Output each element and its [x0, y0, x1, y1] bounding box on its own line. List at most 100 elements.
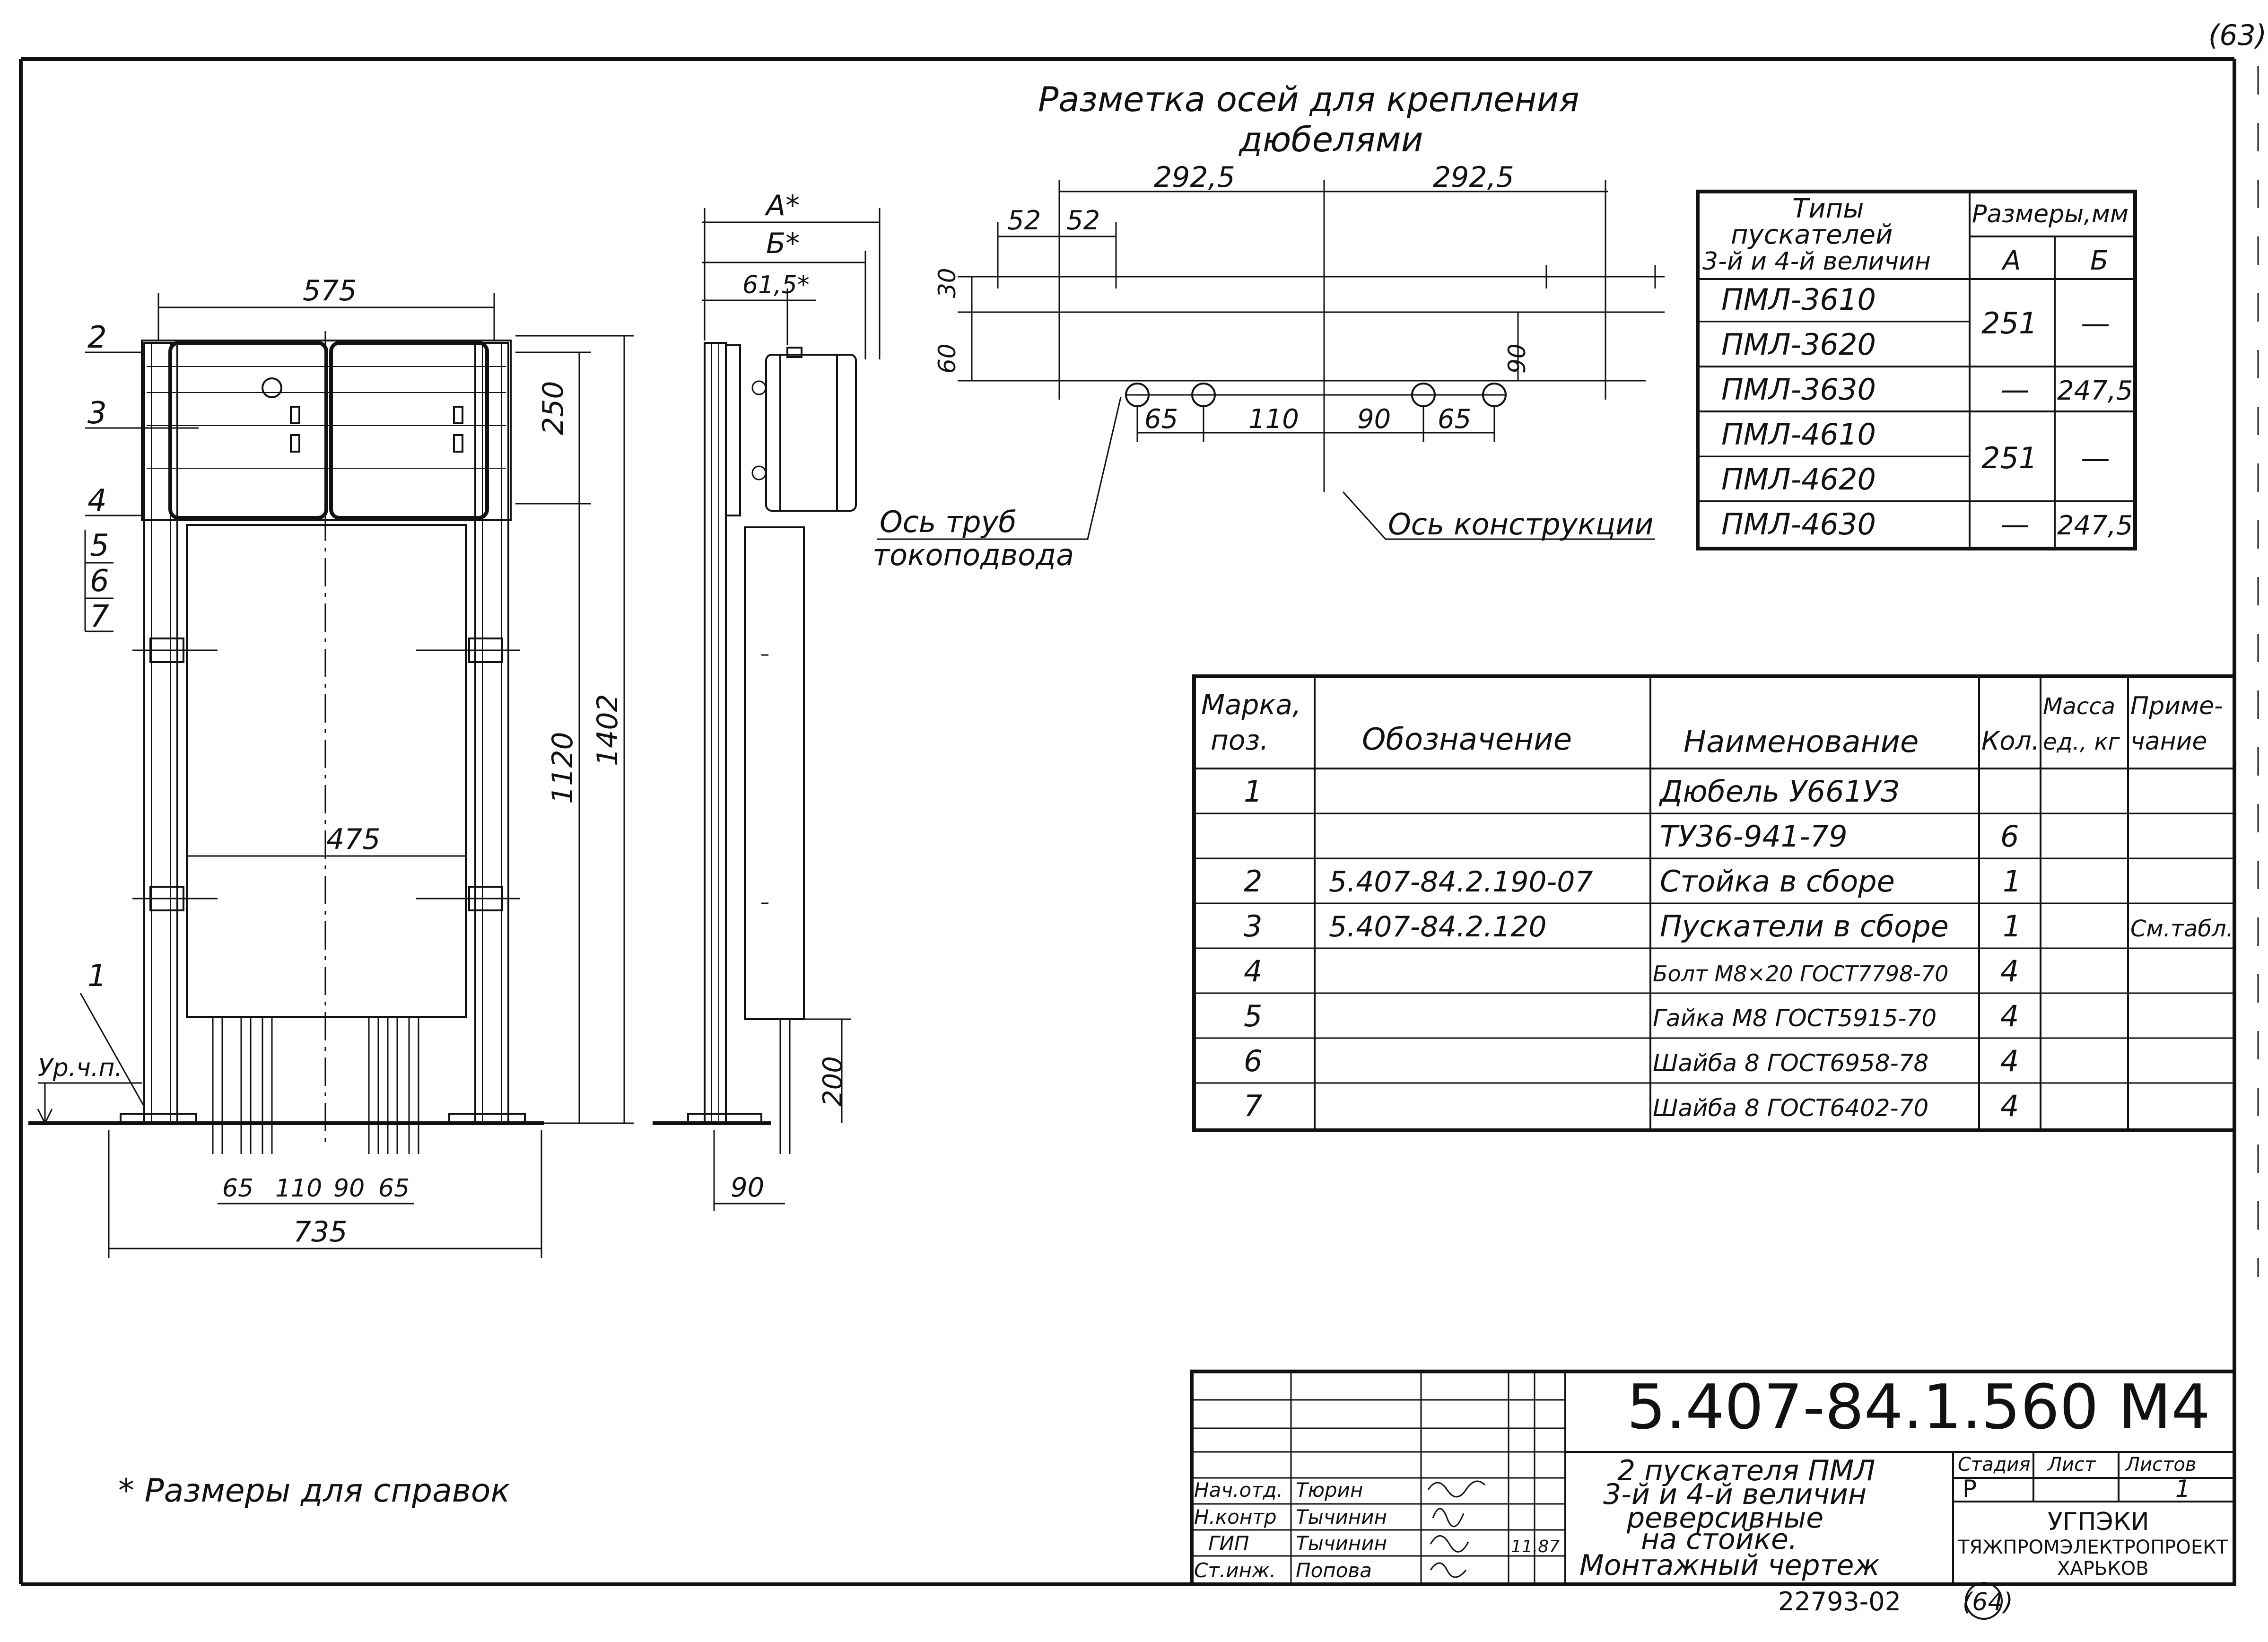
- spec-row-2-name: ТУ36-941-79: [1660, 819, 1848, 854]
- dim-52a: 52: [1007, 205, 1041, 236]
- spec-row-6-pos: 5: [1244, 999, 1262, 1033]
- spec-row-6-qty: 4: [2000, 999, 2019, 1033]
- spec-header-note-1: Приме-: [2130, 692, 2223, 720]
- stage-value: Р: [1963, 1475, 1977, 1502]
- types-row-3-a: —: [2000, 372, 2030, 407]
- pipe-axis-label-2: токоподвода: [872, 538, 1074, 572]
- dim-90-plan: 90: [1503, 343, 1531, 374]
- dim-p65a: 65: [1144, 404, 1178, 435]
- dim-52b: 52: [1066, 205, 1100, 236]
- callout-6: 6: [90, 564, 109, 599]
- callout-2: 2: [87, 320, 107, 355]
- callout-3: 3: [87, 396, 107, 431]
- dim-1402: 1402: [591, 694, 624, 766]
- org-line-3: ХАРЬКОВ: [2057, 1558, 2149, 1580]
- types-row-4-a: 251: [1981, 441, 2037, 475]
- callout-5: 5: [90, 528, 109, 563]
- spec-row-1-pos: 1: [1244, 774, 1262, 809]
- side-view: [653, 208, 881, 1211]
- staff-name-2: Тычинин: [1296, 1505, 1387, 1528]
- stage-label: Стадия: [1958, 1454, 2030, 1476]
- org-line-1: УГПЭКИ: [2048, 1508, 2149, 1536]
- callout-4: 4: [87, 483, 107, 518]
- page-number: (63): [2208, 19, 2267, 52]
- dim-60: 60: [933, 343, 961, 374]
- spec-header-mark-1: Марка,: [1201, 689, 1301, 721]
- staff-name-1: Тюрин: [1296, 1478, 1363, 1502]
- dim-90-side: 90: [731, 1172, 764, 1203]
- dim-61-5: 61,5*: [742, 271, 810, 299]
- spec-header-name: Наименование: [1684, 725, 1919, 760]
- front-view: [28, 293, 634, 1258]
- page-number-bottom: (64): [1963, 1588, 2013, 1616]
- staff-role-4: Ст.инж.: [1194, 1559, 1276, 1582]
- dim-292-5-right: 292,5: [1433, 161, 1514, 194]
- dim-pipe-65a: 65: [222, 1174, 253, 1203]
- dim-30: 30: [933, 268, 961, 298]
- dim-p110: 110: [1248, 404, 1299, 435]
- types-row-2-type: ПМЛ-3620: [1721, 327, 1876, 362]
- spec-header-mark-2: поз.: [1211, 724, 1269, 756]
- staff-name-3: Тычинин: [1296, 1532, 1387, 1555]
- staff-role-2: Н.контр: [1194, 1505, 1277, 1528]
- archive-number: 22793-02: [1778, 1587, 1901, 1616]
- dim-735: 735: [293, 1215, 348, 1249]
- spec-header-note-2: чание: [2130, 727, 2207, 756]
- types-row-3-type: ПМЛ-3630: [1721, 372, 1876, 407]
- types-table: [1696, 190, 2137, 550]
- dim-1120: 1120: [546, 732, 579, 804]
- spec-row-4-designation: 5.407-84.2.120: [1329, 910, 1547, 943]
- types-row-6-a: —: [2000, 507, 2030, 542]
- callout-7: 7: [90, 599, 109, 634]
- spec-row-7-pos: 6: [1244, 1044, 1262, 1078]
- dim-B: Б*: [766, 227, 800, 260]
- dim-p90: 90: [1357, 404, 1391, 435]
- spec-row-5-pos: 4: [1244, 954, 1262, 988]
- spec-row-3-designation: 5.407-84.2.190-07: [1329, 865, 1593, 899]
- spec-row-7-name: Шайба 8 ГОСТ6958-78: [1653, 1049, 1928, 1077]
- dim-pipe-110: 110: [275, 1174, 322, 1203]
- title-block: [1190, 1370, 2236, 1586]
- sheets-value: 1: [2175, 1475, 2190, 1502]
- title-line-5: Монтажный чертеж: [1579, 1549, 1880, 1582]
- dim-A: А*: [764, 189, 800, 222]
- staff-role-3: ГИП: [1208, 1532, 1249, 1555]
- floor-level-label: Ур.ч.п.: [38, 1054, 122, 1082]
- spec-row-1-name: Дюбель У661УЗ: [1658, 774, 1900, 809]
- staff-name-4: Попова: [1296, 1559, 1372, 1582]
- spec-row-5-name: Болт М8×20 ГОСТ7798-70: [1653, 961, 1948, 987]
- spec-row-4-name: Пускатели в сборе: [1660, 909, 1949, 943]
- dim-292-5-left: 292,5: [1154, 161, 1235, 194]
- spec-header-mass-2: ед., кг: [2043, 729, 2120, 755]
- pipe-axis-label-1: Ось труб: [880, 505, 1017, 539]
- axes-title-line2: дюбелями: [1238, 120, 1423, 159]
- types-row-4-type: ПМЛ-4610: [1721, 417, 1876, 452]
- types-row-5-type: ПМЛ-4620: [1721, 462, 1876, 497]
- callout-1: 1: [87, 959, 107, 994]
- sheet-label: Лист: [2047, 1454, 2096, 1476]
- spec-row-4-note: См.табл.: [2130, 916, 2233, 942]
- reference-note: * Размеры для справок: [118, 1472, 510, 1510]
- spec-row-3-name: Стойка в сборе: [1660, 864, 1895, 899]
- dim-575: 575: [303, 274, 357, 307]
- spec-header-qty: Кол.: [1981, 726, 2040, 756]
- spec-row-8-name: Шайба 8 ГОСТ6402-70: [1653, 1094, 1928, 1122]
- types-row-3-b: 247,5: [2057, 376, 2133, 406]
- types-row-4-b: —: [2081, 441, 2110, 475]
- spec-row-4-pos: 3: [1244, 909, 1262, 943]
- title-line-3: реверсивные: [1626, 1502, 1823, 1535]
- dim-pipe-90: 90: [333, 1174, 365, 1203]
- types-header-line2: пускателей: [1731, 219, 1893, 250]
- spec-row-3-pos: 2: [1244, 864, 1262, 899]
- dim-pipe-65b: 65: [378, 1174, 410, 1203]
- staff-role-1: Нач.отд.: [1194, 1478, 1283, 1502]
- types-header-sizes: Размеры,мм: [1972, 200, 2128, 228]
- title-line-4: на стойке.: [1641, 1523, 1797, 1556]
- spec-row-2-qty: 6: [2000, 819, 2019, 854]
- types-header-a: А: [2001, 245, 2021, 276]
- types-row-1-a: 251: [1981, 306, 2037, 341]
- types-row-1-type: ПМЛ-3610: [1721, 282, 1876, 317]
- document-code: 5.407-84.1.560 М4: [1627, 1371, 2210, 1443]
- axes-title-line1: Разметка осей для крепления: [1038, 79, 1579, 119]
